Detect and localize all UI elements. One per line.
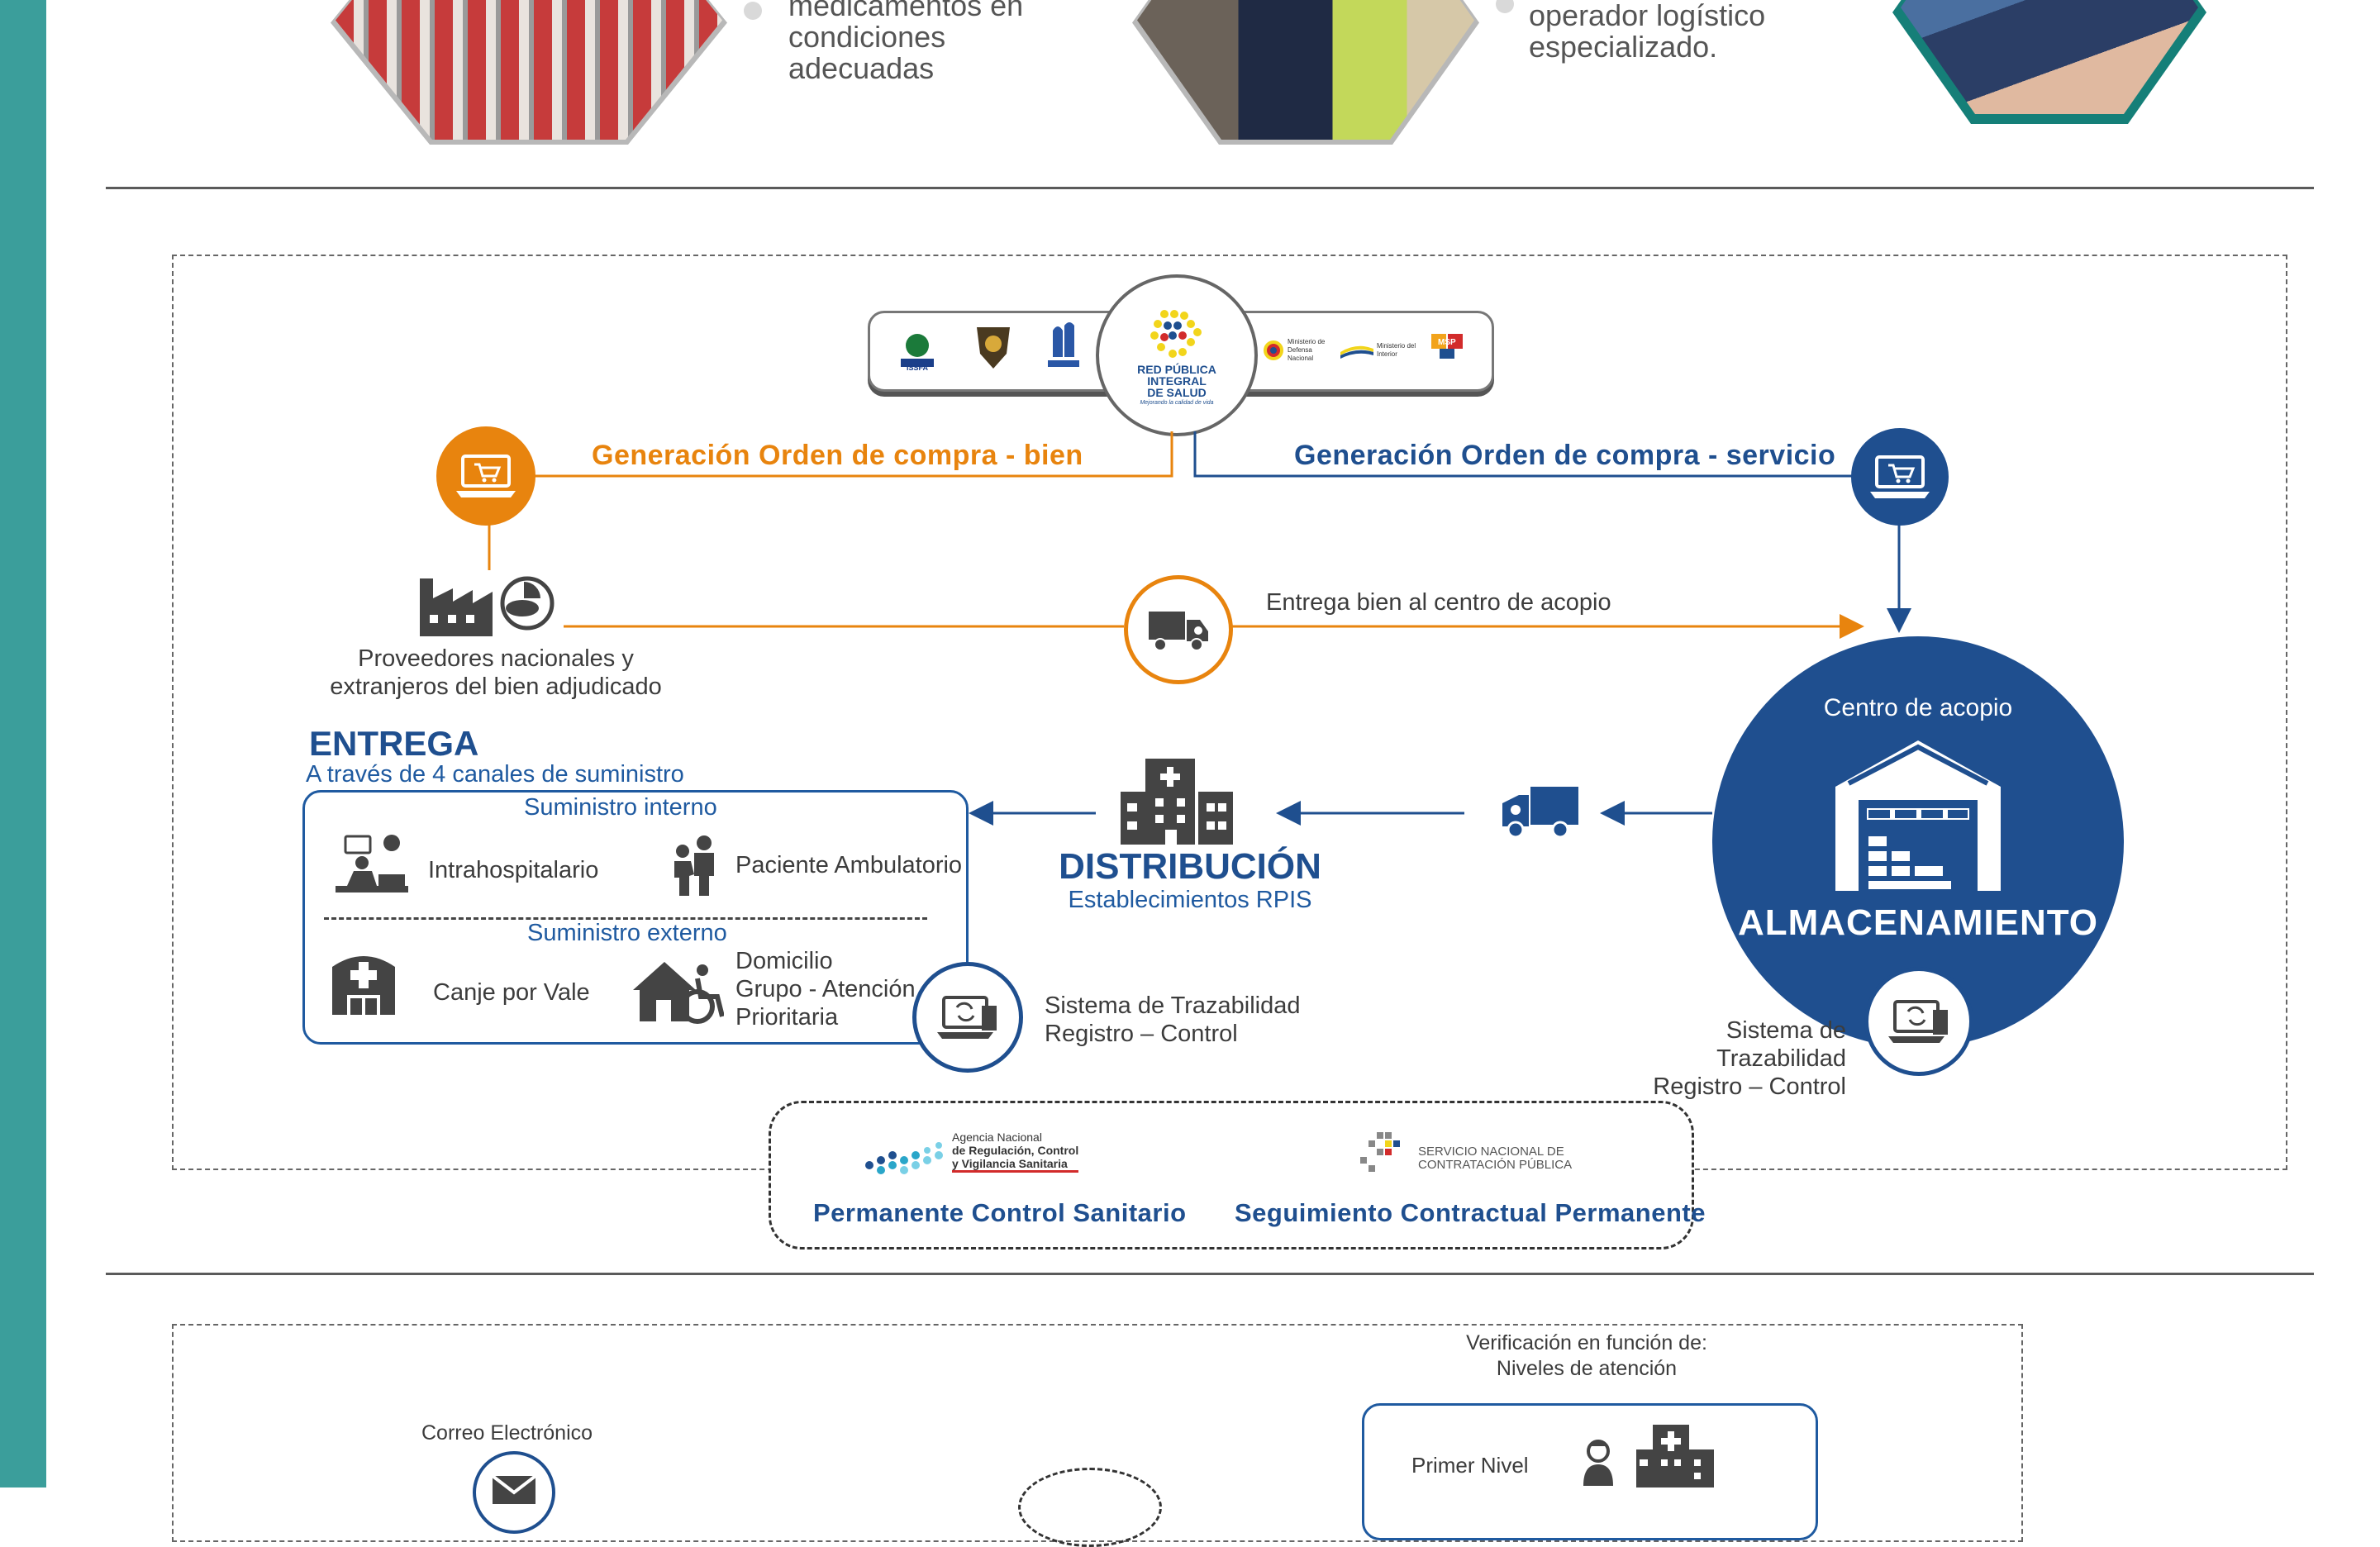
inpatient-icon <box>336 831 408 894</box>
domicilio-line: Prioritaria <box>735 1004 839 1031</box>
top-text-1-line: medicamentos en <box>788 0 1024 22</box>
domicilio-label: Domicilio Grupo - Atención Prioritaria <box>735 947 916 1031</box>
outpatient-icon <box>669 835 721 897</box>
center-logo-line: RED PÚBLICA <box>1137 362 1216 376</box>
seguimiento-contractual-label: Seguimiento Contractual Permanente <box>1235 1198 1706 1227</box>
msp-logo: MSP <box>1430 331 1479 370</box>
top-text-2-line: operador logístico <box>1529 0 1766 32</box>
orden-compra-bien-label: Generación Orden de compra - bien <box>592 440 1083 471</box>
distribution-truck-icon <box>1501 785 1580 840</box>
sercop-line: SERVICIO NACIONAL DE <box>1418 1145 1564 1159</box>
flow-connectors <box>488 431 1911 826</box>
top-text-2-line: especializado. <box>1529 30 1718 64</box>
verificacion-line: Verificación en función de: <box>1466 1331 1707 1354</box>
delivery-truck-icon <box>1124 575 1233 684</box>
side-accent-bar <box>0 0 46 1488</box>
intrahospitalario-label: Intrahospitalario <box>428 857 599 883</box>
dashed-ellipse <box>1018 1468 1162 1547</box>
trazabilidad-line: Sistema de Trazabilidad <box>1716 1017 1846 1072</box>
suministro-interno-title: Suministro interno <box>524 794 717 821</box>
section-divider <box>106 187 2314 189</box>
center-logo-line: DE SALUD <box>1147 385 1207 399</box>
sercop-logo-text: SERVICIO NACIONAL DE CONTRATACIÓN PÚBLIC… <box>1418 1145 1572 1172</box>
arcsa-logo-icon <box>863 1132 954 1177</box>
email-icon <box>473 1451 555 1534</box>
traceability-laptop-icon <box>912 962 1023 1073</box>
proveedores-line: Proveedores nacionales y <box>358 645 634 672</box>
almacenamiento-title: ALMACENAMIENTO <box>1737 902 2099 943</box>
top-text-1-line: adecuadas <box>788 51 935 85</box>
orden-compra-servicio-label: Generación Orden de compra - servicio <box>1294 440 1836 471</box>
proveedores-line: extranjeros del bien adjudicado <box>330 674 662 700</box>
trazabilidad-line: Sistema de Trazabilidad <box>1045 992 1301 1019</box>
sercop-logo-icon <box>1359 1129 1407 1177</box>
supply-divider <box>324 917 927 920</box>
cart-laptop-icon <box>1851 428 1949 526</box>
top-text-1-line: condiciones <box>788 20 946 54</box>
ministerio-defensa-logo: Ministerio de Defensa Nacional <box>1263 334 1329 367</box>
ecuador-map-icon <box>1150 309 1202 358</box>
center-logo-line: INTEGRAL <box>1147 374 1207 388</box>
domicilio-line: Domicilio <box>735 948 833 974</box>
traceability-laptop-icon <box>1864 967 1973 1076</box>
nurse-icon <box>1580 1438 1616 1488</box>
factory-icon <box>416 574 557 636</box>
red-publica-salud-logo: RED PÚBLICA INTEGRAL DE SALUD Mejorando … <box>1096 274 1258 436</box>
cart-laptop-icon <box>436 426 536 526</box>
msp-text: MSP <box>1438 338 1456 347</box>
distribucion-title: DISTRIBUCIÓN <box>1059 846 1321 887</box>
top-text-1: medicamentos en condiciones adecuadas <box>788 0 1023 84</box>
trazabilidad-center-label: Sistema de Trazabilidad Registro – Contr… <box>1045 992 1301 1048</box>
verificacion-line: Niveles de atención <box>1496 1357 1678 1380</box>
top-text-2: operador logístico especializado. <box>1529 0 1765 63</box>
bullet-dot <box>744 2 762 20</box>
section-divider <box>106 1273 2314 1275</box>
entrega-subtitle: A través de 4 canales de suministro <box>306 761 684 788</box>
hospital-building-icon <box>1121 755 1236 846</box>
ministerio-interior-logo: Ministerio del Interior <box>1340 334 1416 367</box>
correo-electronico-label: Correo Electrónico <box>421 1421 593 1445</box>
arcsa-line: y Vigilancia Sanitaria <box>952 1157 1079 1173</box>
proveedores-label: Proveedores nacionales y extranjeros del… <box>314 645 678 701</box>
establecimientos-label: Establecimientos RPIS <box>1068 887 1312 913</box>
centro-acopio-label: Centro de acopio <box>1823 694 2013 721</box>
suministro-externo-title: Suministro externo <box>527 920 727 946</box>
interior-text: Ministerio del Interior <box>1377 342 1416 358</box>
entrega-bien-label: Entrega bien al centro de acopio <box>1266 589 1611 616</box>
trazabilidad-line: Registro – Control <box>1653 1073 1846 1100</box>
sercop-line: CONTRATACIÓN PÚBLICA <box>1418 1158 1573 1172</box>
center-logo-tagline: Mejorando la calidad de vida <box>1140 399 1214 406</box>
primer-nivel-label: Primer Nivel <box>1411 1453 1529 1478</box>
iess-logo <box>1043 319 1084 377</box>
warehouse-icon <box>1835 740 2001 891</box>
arcsa-line: de Regulación, Control <box>952 1144 1079 1157</box>
control-sanitario-label: Permanente Control Sanitario <box>813 1198 1187 1227</box>
bullet-dot <box>1496 0 1514 13</box>
domicilio-line: Grupo - Atención <box>735 976 916 1002</box>
isspol-logo <box>969 321 1018 375</box>
operator-photo <box>1132 0 1479 145</box>
supply-channels-panel <box>302 790 969 1045</box>
issfa-text: ISSFA <box>906 364 928 372</box>
trazabilidad-line: Registro – Control <box>1045 1021 1238 1047</box>
verificacion-label: Verificación en función de: Niveles de a… <box>1413 1330 1760 1382</box>
arcsa-line: Agencia Nacional <box>952 1130 1042 1144</box>
trazabilidad-right-label: Sistema de Trazabilidad Registro – Contr… <box>1608 1016 1846 1101</box>
issfa-logo: ISSFA <box>884 321 950 378</box>
control-panel <box>769 1101 1694 1250</box>
canje-vale-label: Canje por Vale <box>433 979 590 1006</box>
home-wheelchair-icon <box>631 959 724 1025</box>
arcsa-logo-text: Agencia Nacional de Regulación, Control … <box>952 1130 1079 1173</box>
hospital-building-icon <box>1636 1421 1714 1488</box>
paciente-ambulatorio-label: Paciente Ambulatorio <box>735 852 963 878</box>
entrega-title: ENTREGA <box>309 724 479 763</box>
pharmacy-voucher-icon <box>329 950 398 1015</box>
defensa-text: Ministerio de Defensa Nacional <box>1288 338 1326 362</box>
